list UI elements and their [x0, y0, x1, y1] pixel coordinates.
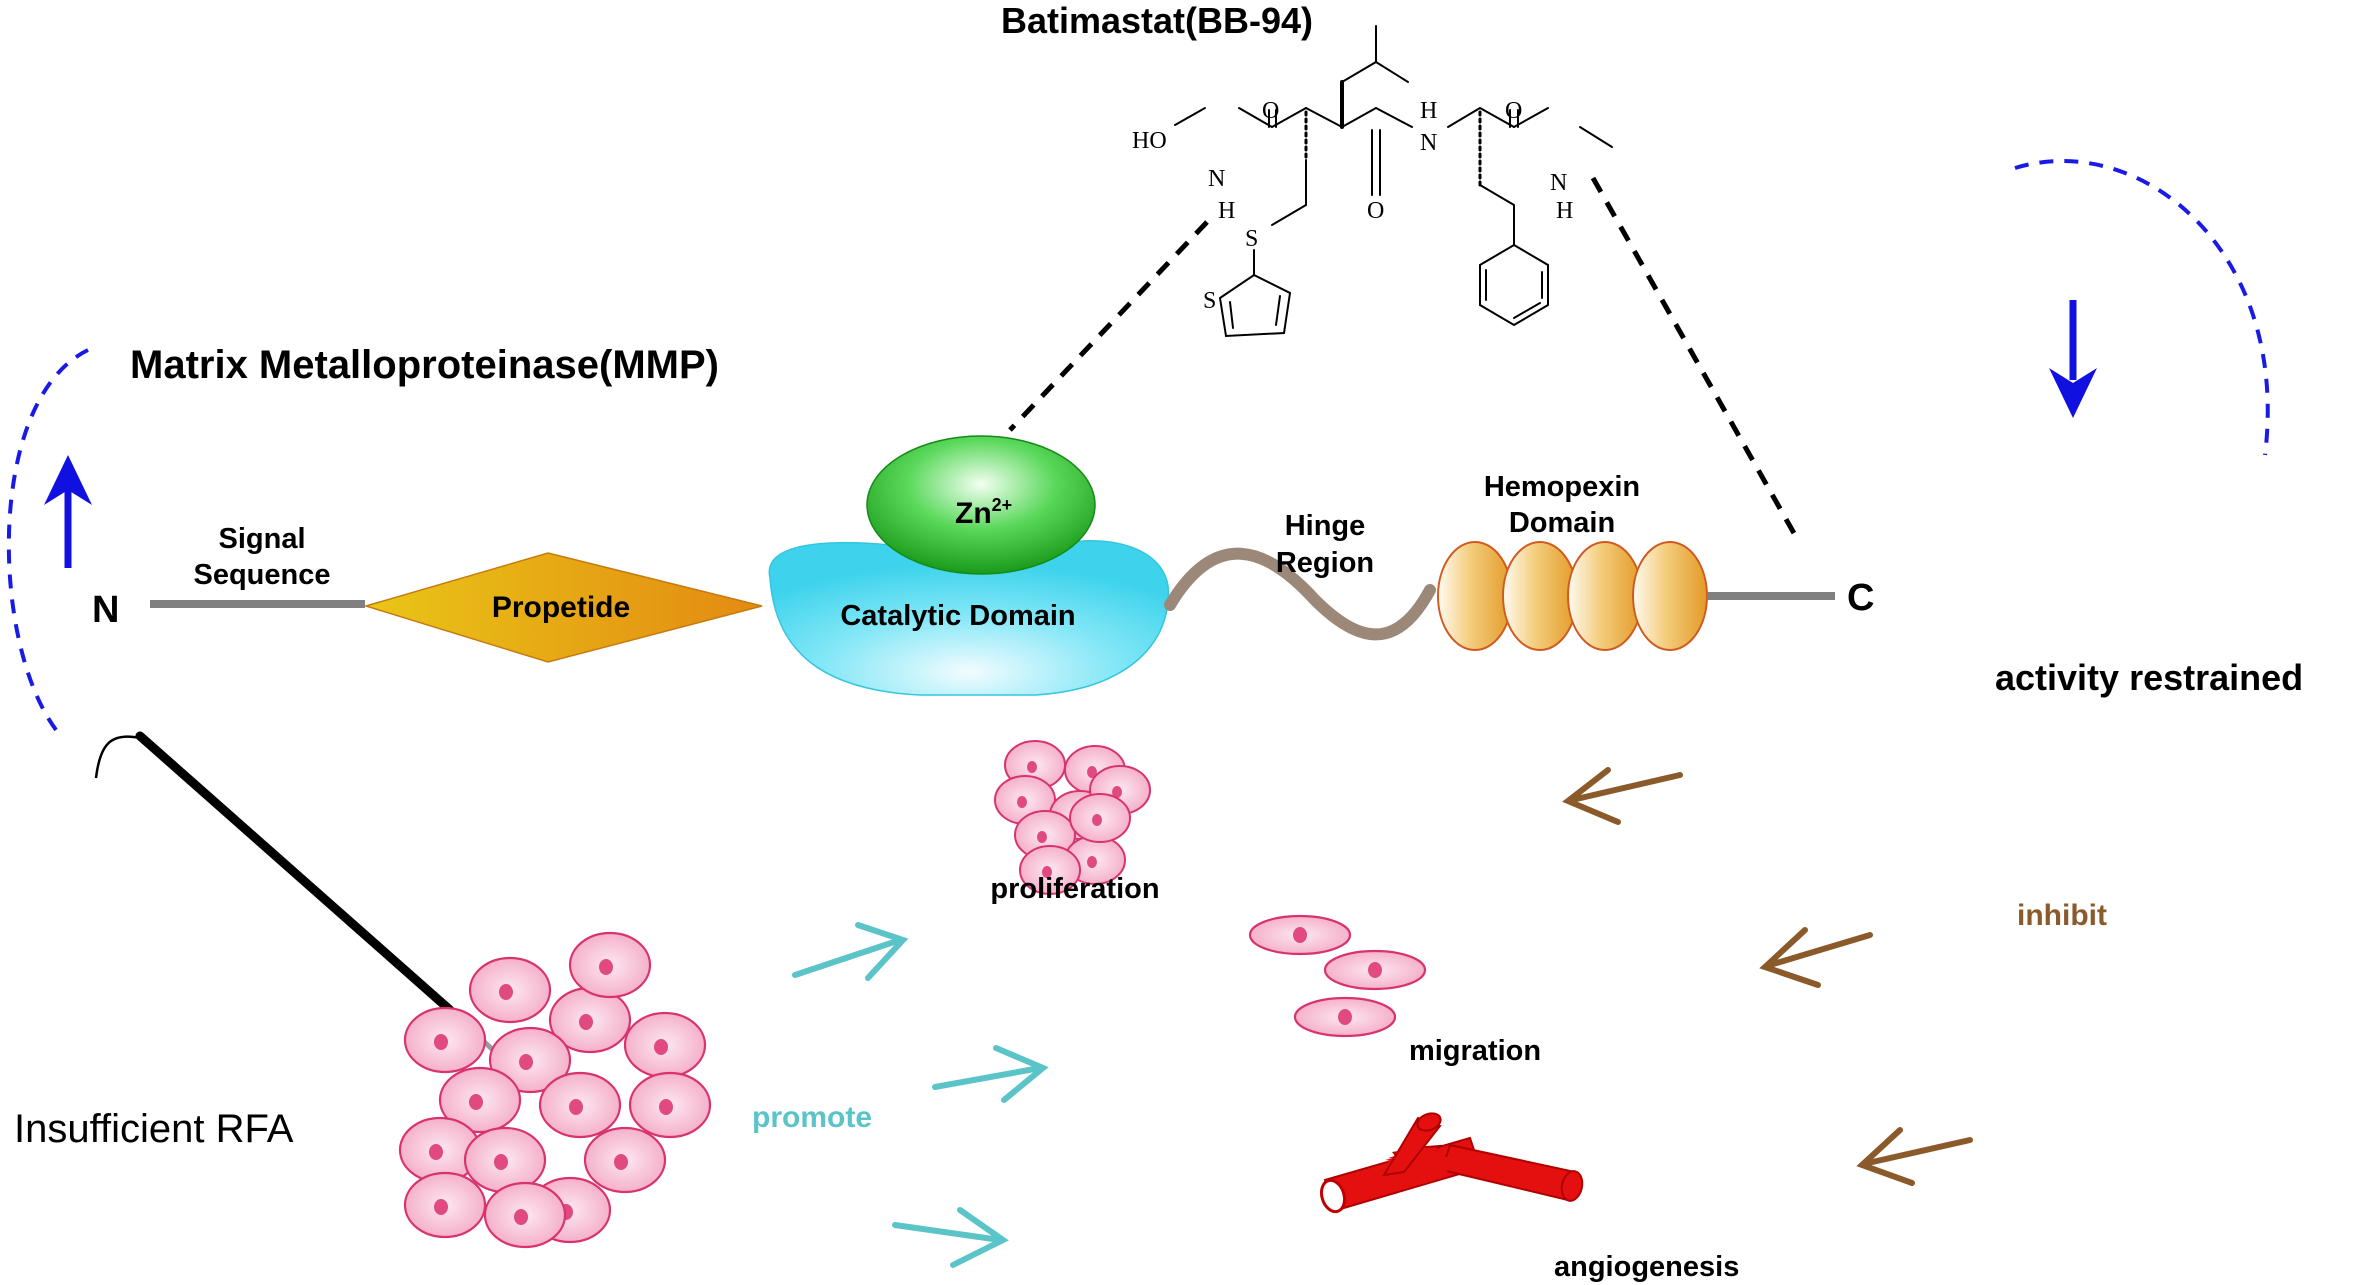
atom-h2: H [1420, 98, 1437, 124]
right-dashed-arc [2014, 159, 2270, 456]
promote-arrow-icon-3 [892, 1207, 1009, 1268]
propeptide-domain [363, 552, 763, 663]
inhibit-arrow-icon-1 [1562, 767, 1683, 825]
needle-wire [94, 735, 141, 779]
promote-arrow-icon-2 [932, 1045, 1049, 1103]
zinc-charge: 2+ [992, 495, 1013, 515]
signal-label-line2: Sequence [194, 559, 331, 591]
atom-n1: N [1208, 166, 1225, 192]
inhibit-arrows [1562, 767, 1973, 1186]
drug-name: Batimastat(BB-94) [1001, 0, 1313, 41]
propeptide-label: Propetide [492, 591, 630, 624]
inhibit-label: inhibit [2017, 899, 2107, 932]
inhibit-arrow-icon-2 [1759, 927, 1873, 988]
catalytic-label: Catalytic Domain [840, 600, 1075, 632]
hemopexin-domain [1437, 541, 1708, 651]
atom-o1: O [1262, 98, 1279, 124]
binding-line-right [1590, 176, 1798, 537]
atom-o2: O [1367, 198, 1384, 224]
atom-s-ring: S [1203, 288, 1216, 314]
promote-label: promote [752, 1101, 872, 1134]
promote-arrows [792, 922, 1049, 1268]
hemopexin-label-line1: Hemopexin [1484, 471, 1640, 503]
migration-label: migration [1409, 1035, 1541, 1067]
migration-cells [1248, 914, 1427, 1038]
diagram-title: Matrix Metalloproteinase(MMP) [130, 343, 719, 387]
binding-line-left [1008, 220, 1209, 432]
batimastat-atoms: HO N H O O H N O N H S S [1132, 98, 1573, 314]
signal-label-line1: Signal [218, 523, 305, 555]
tumor-cell-cluster [398, 931, 712, 1249]
angiogenesis-label: angiogenesis [1554, 1251, 1739, 1283]
zinc-symbol: Zn [955, 497, 992, 530]
atom-h3: H [1556, 198, 1573, 224]
rfa-needle [135, 731, 455, 1015]
hinge-label-line1: Hinge [1285, 510, 1366, 542]
atom-h1: H [1218, 198, 1235, 224]
zinc-label: Zn2+ [955, 495, 1012, 530]
down-arrow-icon [2049, 300, 2097, 418]
inhibit-arrow-icon-3 [1856, 1127, 1973, 1186]
zinc-ion [866, 435, 1096, 575]
blood-vessel [1319, 1112, 1584, 1214]
insufficient-rfa-label: Insufficient RFA [14, 1107, 294, 1151]
up-arrow-icon [44, 455, 92, 568]
n-terminus: N [92, 589, 119, 631]
proliferation-label: proliferation [990, 873, 1159, 905]
hinge-label-line2: Region [1276, 547, 1374, 579]
hemopexin-label-line2: Domain [1509, 507, 1615, 539]
hinge-region [1164, 547, 1436, 641]
atom-n2: N [1420, 130, 1437, 156]
activity-restrained-label: activity restrained [1995, 657, 2303, 698]
c-terminus: C [1847, 577, 1874, 619]
atom-o3: O [1505, 98, 1522, 124]
promote-arrow-icon-1 [792, 922, 909, 981]
left-dashed-arc [6, 348, 89, 737]
atom-ho: HO [1132, 128, 1167, 154]
batimastat-structure [1174, 25, 1613, 338]
proliferation-cells [994, 740, 1151, 895]
atom-n3: N [1550, 170, 1567, 196]
atom-s-link: S [1245, 226, 1258, 252]
